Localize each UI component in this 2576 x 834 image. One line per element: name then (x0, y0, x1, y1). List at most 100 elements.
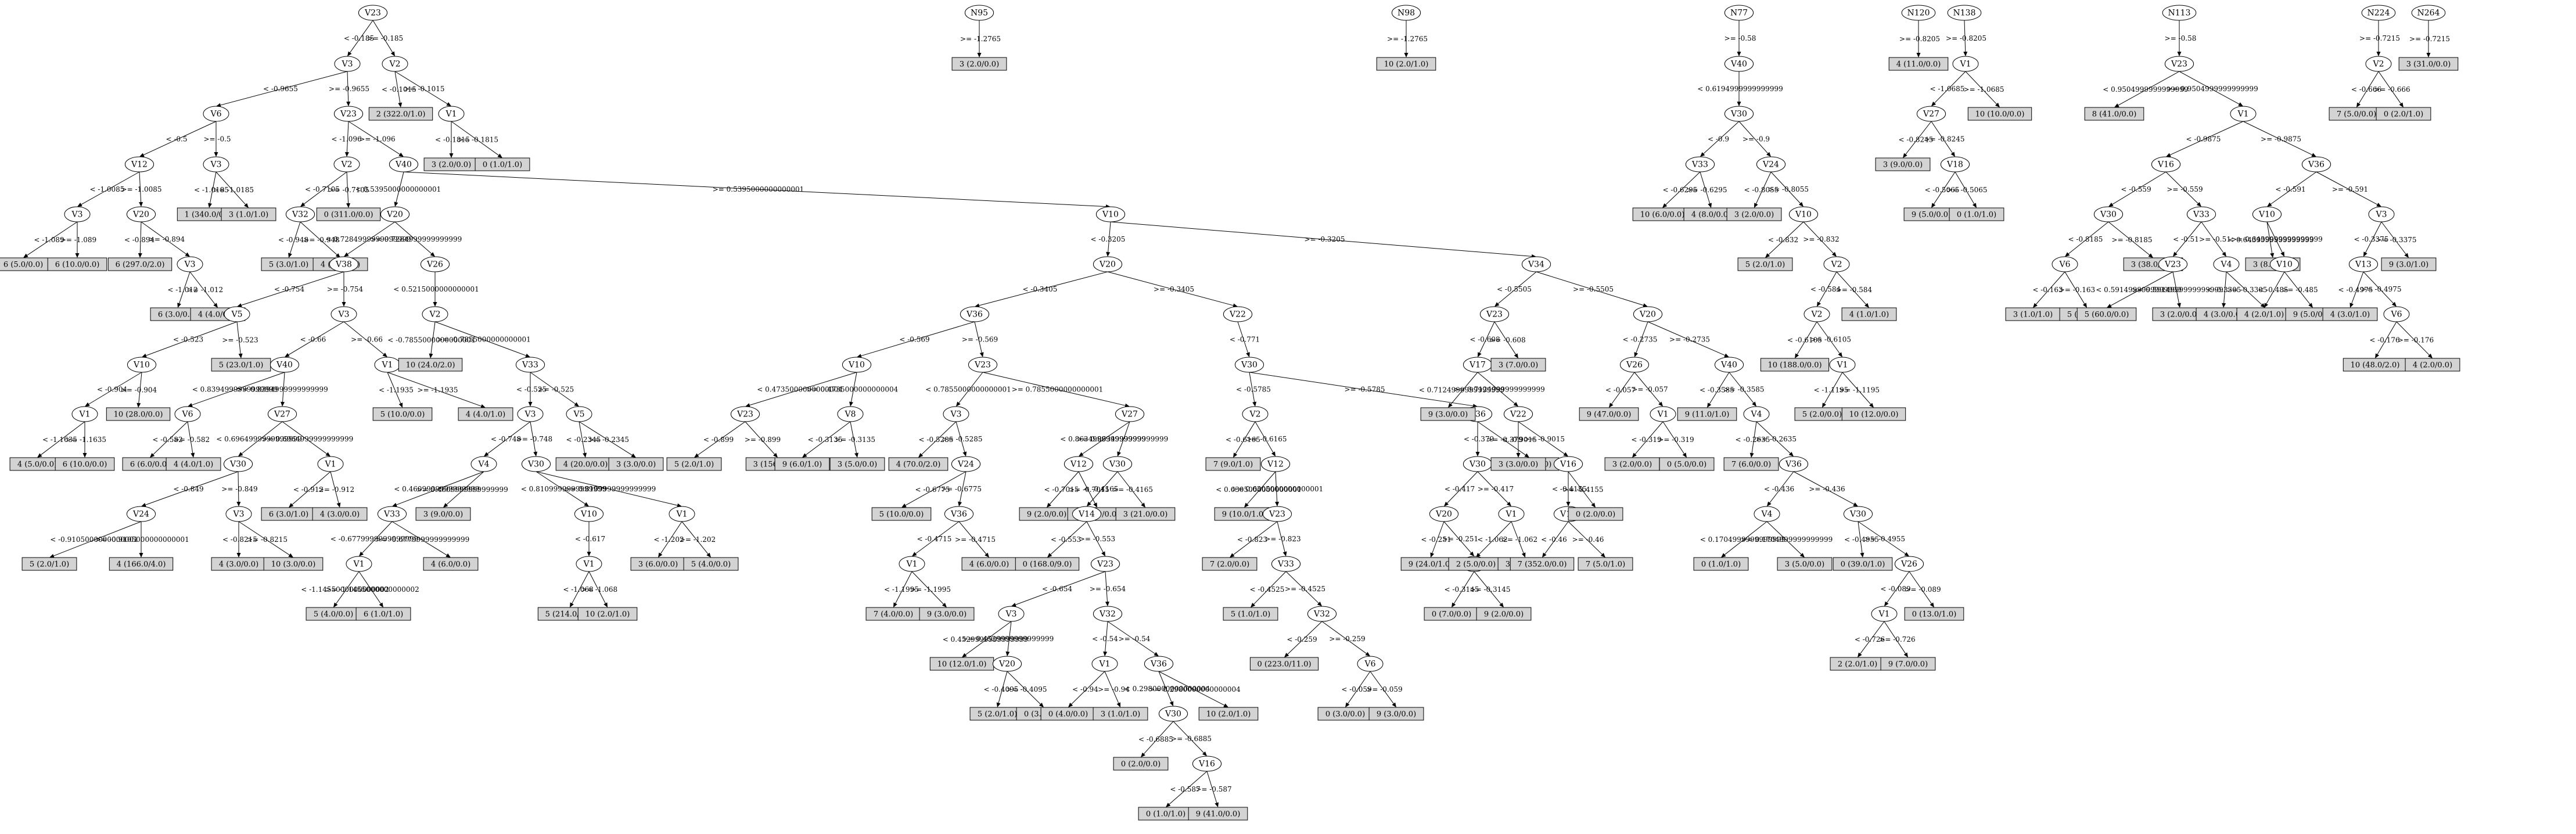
edge-label: < -0.591 (2275, 185, 2305, 193)
edge-line (1119, 421, 1130, 452)
node-label: V38 (335, 260, 352, 269)
node-label: V10 (2258, 210, 2275, 220)
edge-label: >= 0.2980000000000004 (1149, 685, 1241, 693)
split-node: V14 (1072, 506, 1102, 522)
node-label: 10 (48.0/2.0) (2351, 361, 2400, 370)
node-label: 6 (297.0/2.0) (116, 261, 165, 269)
arrowhead (1506, 501, 1511, 506)
edge: >= -0.58 (2165, 20, 2196, 56)
split-ellipse (1754, 506, 1780, 522)
arrowhead (1749, 452, 1754, 458)
node-label: V27 (1923, 110, 1939, 119)
split-node: V3 (334, 56, 361, 72)
edge-label: < -0.8185 (2068, 235, 2103, 243)
node-label: 4 (70.0/2.0) (896, 461, 941, 469)
split-ellipse (2186, 206, 2216, 222)
split-ellipse (203, 156, 229, 172)
edge: >= -0.485 (2282, 271, 2318, 308)
arrowhead (2426, 53, 2431, 57)
edge-label: < -0.9 (1708, 135, 1729, 143)
arrowhead (1542, 552, 1547, 558)
edge: < -0.3375 (2354, 221, 2388, 257)
edge: < -0.9015 (1502, 422, 1537, 458)
edge: < -0.4095 (984, 671, 1018, 707)
edge-label: < 0.6964999999999999 (216, 435, 301, 443)
split-node: V3 (330, 306, 357, 322)
edge-line (2270, 171, 2317, 204)
split-node: V36 (1144, 656, 1174, 672)
arrowhead (1798, 202, 1803, 207)
edge-line (189, 271, 215, 304)
edge-label: >= -0.5 (203, 135, 231, 143)
edge-line (1766, 521, 1802, 555)
arrowhead (1516, 453, 1521, 458)
edge: < -0.8055 (1744, 171, 1779, 208)
arrowhead (574, 402, 579, 407)
arrowhead (1251, 602, 1256, 607)
split-node: V2 (422, 306, 448, 322)
edge: < -0.4525 (1250, 571, 1287, 607)
leaf-node: 6 (10.0/0.0) (47, 257, 107, 271)
edge: < -0.163 (2032, 271, 2065, 308)
edge-label: < -0.3135 (808, 436, 843, 444)
arrowhead (2196, 202, 2201, 207)
leaf-box (1880, 657, 1936, 671)
edge-label: >= -0.6105 (1810, 336, 1851, 344)
node-label: V4 (1761, 510, 1772, 519)
edge-line (27, 221, 78, 256)
edge-line (2377, 321, 2397, 355)
split-ellipse (515, 357, 545, 373)
node-label: 7 (4.0/0.0) (874, 610, 913, 619)
edge: < -0.5505 (1494, 271, 1537, 307)
node-label: 3 (2.0/0.0) (1612, 461, 1652, 469)
node-label: 10 (6.0/0.0) (1640, 211, 1685, 220)
node-label: 9 (3.0/0.0) (927, 610, 967, 619)
arrowhead (893, 602, 897, 607)
edge-label: < -1.0185 (194, 186, 229, 194)
node-label: V23 (1269, 510, 1285, 519)
arrowhead (1864, 303, 1869, 308)
split-node: V20 (1429, 506, 1459, 522)
edge-label: < -0.899 (703, 436, 734, 444)
split-node: V36 (944, 506, 974, 522)
split-ellipse (2365, 56, 2392, 72)
edge-line (1479, 321, 1495, 353)
edge-label: < -0.7015 (1044, 486, 1079, 494)
split-node: V40 (270, 357, 300, 373)
arrowhead (347, 51, 352, 56)
arrowhead (1475, 452, 1480, 456)
edge-label: >= -0.94 (1098, 685, 1130, 693)
node-label: V20 (998, 660, 1015, 669)
arrowhead (1275, 501, 1280, 506)
edge-line (1206, 771, 1217, 803)
node-label: V22 (1510, 410, 1526, 419)
leaf-box (774, 457, 830, 471)
edge: < -0.948 (278, 221, 308, 258)
arrowhead (985, 552, 989, 558)
edge-label: >= -0.057 (1632, 386, 1668, 394)
arrowhead (236, 553, 241, 558)
edge-line (2266, 221, 2283, 253)
edge-line (958, 372, 983, 403)
split-node: V18 (1940, 156, 1970, 172)
split-node: N113 (2162, 5, 2197, 21)
arrowhead (912, 552, 917, 556)
edge-line (358, 571, 381, 604)
leaf-node: 5 (3.0/1.0) (261, 257, 317, 271)
leaf-node: 3 (6.0/0.0) (630, 557, 686, 571)
edge: >= -0.3135 (835, 421, 875, 458)
edge-line (1370, 671, 1394, 704)
edge-label: < -0.176 (2369, 336, 2399, 344)
edge: >= -0.587 (1195, 771, 1232, 807)
leaf-box (2322, 307, 2378, 321)
edge-line (146, 321, 238, 356)
edge-label: < 0.4529999999999999 (943, 635, 1028, 644)
arrowhead (398, 402, 403, 408)
edge-line (451, 121, 499, 156)
leaf-box (166, 457, 221, 471)
edge: < 0.7855000000000001 (925, 372, 1011, 407)
node-label: 3 (1.0/1.0) (229, 211, 268, 220)
edge: >= -1.2765 (960, 20, 1001, 57)
edge-label: < -0.417 (1445, 485, 1475, 493)
edge-label: < -0.832 (1768, 236, 1798, 244)
